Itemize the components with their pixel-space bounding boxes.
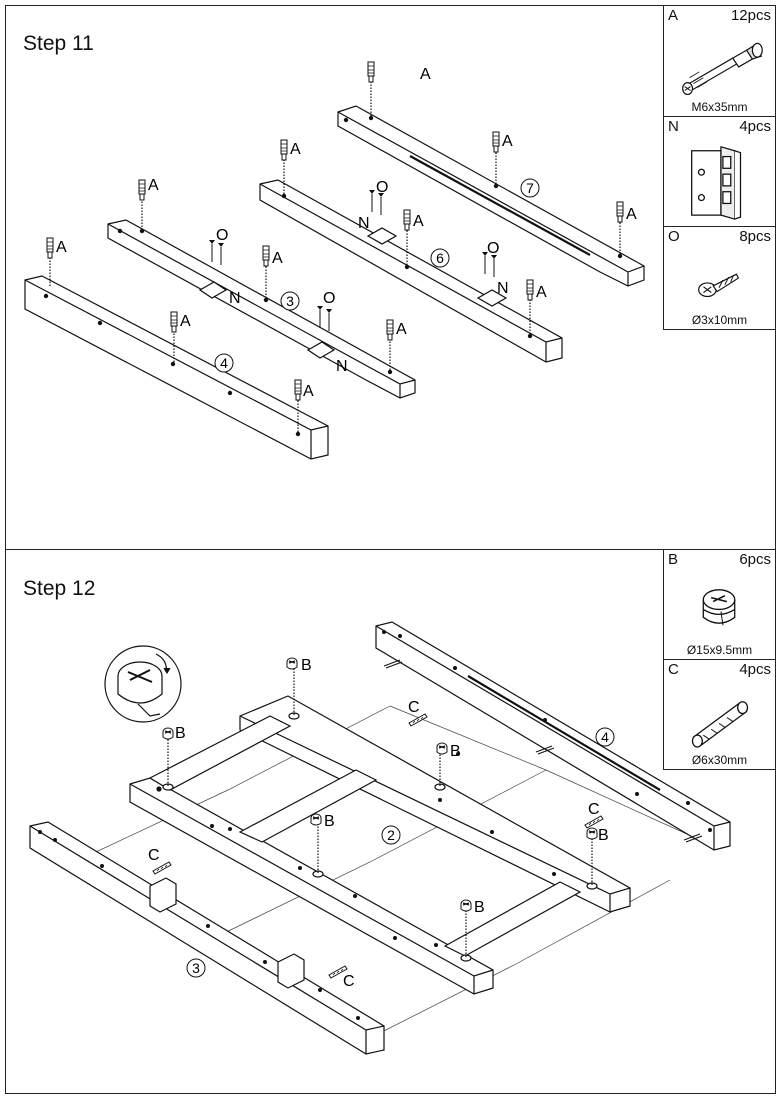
- callout-b: B: [175, 725, 186, 742]
- part-quantity: 6pcs: [739, 551, 771, 568]
- callout-c: C: [148, 847, 160, 864]
- callout-n: N: [497, 280, 509, 297]
- part-box-b: B 6pcs Ø15x9.5mm: [663, 549, 776, 660]
- panel-7: [337, 82, 645, 287]
- callout-b: B: [301, 657, 312, 674]
- callout-a: A: [272, 250, 283, 267]
- callout-a: A: [420, 66, 431, 83]
- part-letter: O: [668, 228, 680, 245]
- step-12-title: Step 12: [23, 577, 96, 600]
- part-box-o: O 8pcs Ø3x10mm: [663, 226, 776, 330]
- part-letter: B: [668, 551, 679, 568]
- part-size: Ø3x10mm: [691, 313, 748, 327]
- panel-number-2: 2: [387, 827, 395, 843]
- callout-a: A: [396, 321, 407, 338]
- callout-a: A: [180, 313, 191, 330]
- part-letter: C: [668, 661, 679, 678]
- part-quantity: 4pcs: [739, 661, 771, 678]
- callout-a: A: [290, 141, 301, 158]
- panel-3: [107, 200, 416, 399]
- callout-a: A: [536, 284, 547, 301]
- panel-number-7: 7: [526, 180, 534, 196]
- cam-bolt-icon: [664, 28, 775, 98]
- panel-number-4: 4: [220, 355, 228, 371]
- part-box-a: A 12pcs M6x35mm: [663, 5, 776, 117]
- part-quantity: 8pcs: [739, 228, 771, 245]
- callout-a: A: [413, 213, 424, 230]
- callout-c: C: [343, 973, 355, 990]
- callout-b: B: [450, 743, 461, 760]
- part-size: Ø6x30mm: [691, 753, 748, 767]
- panel-6: [259, 160, 563, 363]
- step-11-title: Step 11: [23, 32, 94, 55]
- wood-screw-icon: [664, 249, 775, 311]
- part-box-c: C 4pcs Ø6x30mm: [663, 659, 776, 770]
- callout-a: A: [303, 383, 314, 400]
- step-12-diagram: 4 B: [29, 621, 731, 1055]
- panel-4: [375, 621, 731, 851]
- panel-number-3: 3: [192, 960, 200, 976]
- part-quantity: 4pcs: [739, 118, 771, 135]
- step-11-diagram: A A A 4 A A A O O N N 3: [24, 61, 645, 460]
- step-12-frame: [5, 549, 776, 1094]
- callout-c: C: [408, 699, 420, 716]
- callout-a: A: [502, 133, 513, 150]
- panel-4: [24, 258, 329, 460]
- callout-o: O: [487, 240, 499, 257]
- callout-c: C: [588, 801, 600, 818]
- callout-b: B: [474, 899, 485, 916]
- cam-lock-icon: [664, 572, 775, 641]
- panel-2: [129, 668, 631, 995]
- cam-lock-detail-magnifier: [104, 645, 182, 723]
- panel-number-6: 6: [436, 250, 444, 266]
- callout-b: B: [324, 813, 335, 830]
- panel-number-4: 4: [601, 729, 609, 745]
- part-letter: A: [668, 7, 679, 24]
- callout-o: O: [216, 227, 228, 244]
- callout-n: N: [336, 358, 348, 375]
- callout-a: A: [148, 177, 159, 194]
- wooden-dowel-icon: [664, 682, 775, 751]
- hinge-plate-icon: [664, 139, 775, 222]
- callout-a: A: [56, 239, 67, 256]
- part-box-n: N 4pcs: [663, 116, 776, 227]
- callout-b: B: [598, 827, 609, 844]
- callout-o: O: [323, 290, 335, 307]
- part-size: Ø15x9.5mm: [686, 643, 753, 657]
- callout-a: A: [626, 206, 637, 223]
- panel-number-3: 3: [286, 293, 294, 309]
- part-letter: N: [668, 118, 679, 135]
- part-quantity: 12pcs: [730, 7, 771, 24]
- part-size: M6x35mm: [691, 100, 748, 114]
- callout-n: N: [229, 290, 241, 307]
- callout-n: N: [358, 215, 370, 232]
- callout-o: O: [376, 179, 388, 196]
- panel-3: [29, 821, 385, 1055]
